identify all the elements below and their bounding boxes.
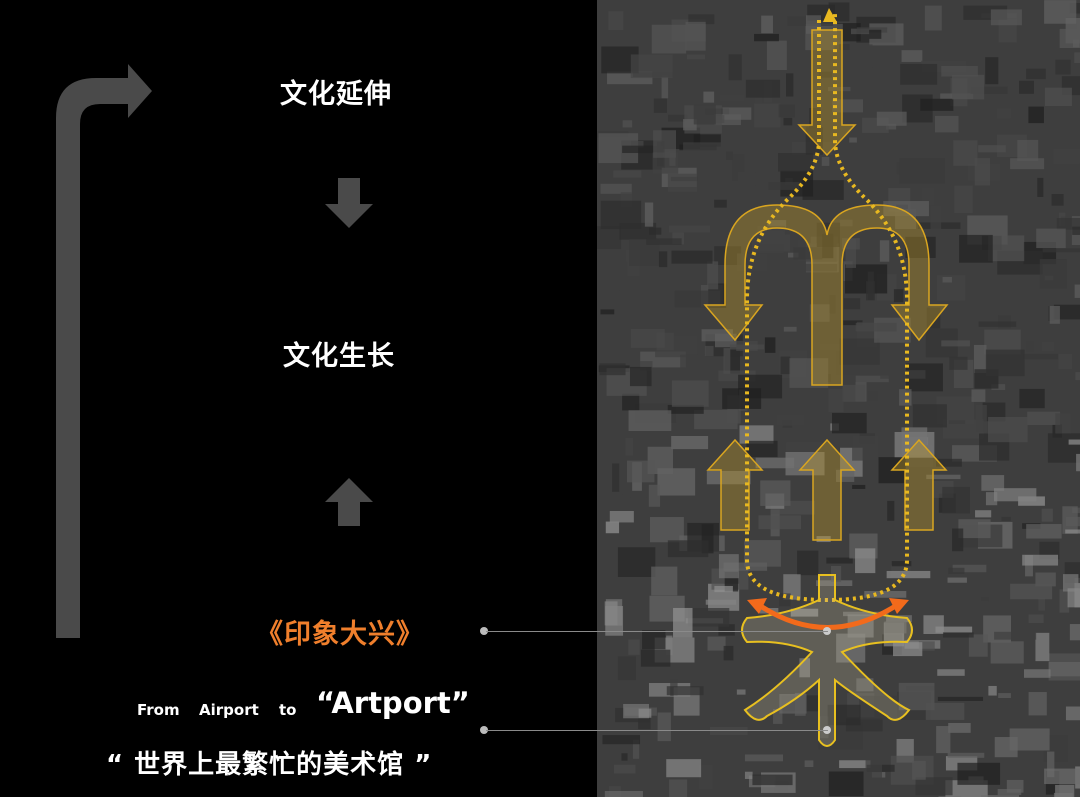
tagline-artport: “Artport” [316, 686, 470, 720]
tagline-from: From [137, 701, 180, 719]
flow-diagram [56, 64, 373, 638]
connector-dot [480, 726, 488, 734]
dotted-route-loop [745, 12, 909, 603]
arrowhead-right-icon [889, 598, 909, 614]
culture-growth-label: 文化生长 [283, 341, 395, 372]
down-arrow-icon [797, 29, 857, 157]
busiest-museum-subtitle: “ 世界上最繁忙的美术馆 ” [106, 750, 433, 780]
up-arrow-icon [890, 438, 948, 531]
impression-daxing-label: 《印象大兴》 [256, 619, 424, 650]
satellite-map [597, 0, 1080, 797]
route-overlay [703, 8, 949, 747]
arrowhead-left-icon [747, 598, 767, 614]
connector-line [486, 631, 828, 632]
up-arrow-icon [325, 478, 373, 526]
culture-extension-label: 文化延伸 [280, 79, 392, 110]
route-arrowhead-icon [823, 8, 837, 22]
map-texture [597, 0, 1080, 797]
tagline-airport: Airport [199, 701, 259, 719]
split-arrow-icon [703, 204, 949, 386]
up-arrow-icon [706, 438, 764, 531]
down-arrow-icon [325, 178, 373, 228]
tagline-to: to [279, 701, 297, 719]
connector-line [486, 730, 828, 731]
curved-up-arrow-icon [56, 64, 152, 638]
up-arrow-icon [798, 438, 856, 541]
connector-dot [480, 627, 488, 635]
terminal-building [741, 574, 913, 747]
